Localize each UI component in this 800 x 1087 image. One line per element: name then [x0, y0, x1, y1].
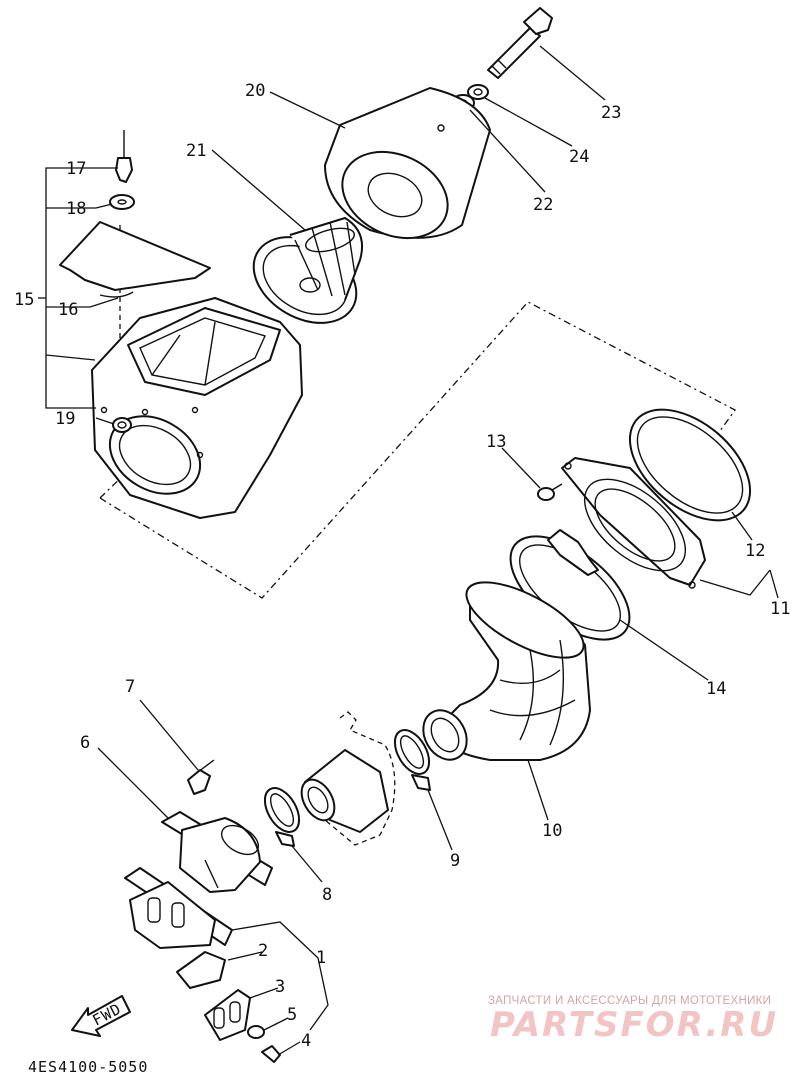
leader-lines — [38, 45, 779, 1056]
reed-2-drawing — [176, 951, 226, 989]
stopper-3-drawing — [204, 989, 251, 1041]
part-number-11: 11 — [770, 599, 790, 619]
part-number-15: 15 — [14, 290, 34, 310]
reed-valve-assembly-drawing — [124, 867, 233, 949]
carburetor-outline-drawing — [300, 711, 396, 846]
part-number-1: 1 — [316, 948, 326, 968]
part-number-18: 18 — [66, 199, 86, 219]
part-number-17: 17 — [66, 159, 86, 179]
part-number-23: 23 — [601, 103, 621, 123]
filter-guide-21-drawing — [252, 217, 364, 324]
grommet-19-drawing — [112, 417, 132, 433]
watermark-tagline: ЗАПЧАСТИ И АКСЕССУАРЫ ДЛЯ МОТОТЕХНИКИ — [488, 995, 771, 1007]
washer-18-drawing — [109, 194, 135, 210]
joint-11-drawing — [561, 457, 706, 589]
part-number-20: 20 — [245, 81, 265, 101]
part-number-3: 3 — [275, 977, 285, 997]
rivet-17-drawing — [115, 130, 133, 183]
watermark-brand: PARTSFOR.RU — [490, 1005, 778, 1045]
washer-5-drawing — [247, 1025, 265, 1039]
part-number-14: 14 — [706, 679, 726, 699]
diagram-code: 4ES4100-5050 — [28, 1058, 148, 1076]
part-number-10: 10 — [542, 821, 562, 841]
part-number-21: 21 — [186, 141, 206, 161]
part-number-12: 12 — [745, 541, 765, 561]
joint-6-drawing — [161, 811, 273, 893]
seal-16-drawing — [59, 221, 211, 298]
part-number-24: 24 — [569, 147, 589, 167]
part-number-19: 19 — [55, 409, 75, 429]
clamp-9-drawing — [393, 729, 431, 791]
screw-13-drawing — [537, 483, 563, 501]
part-number-labels: 1 2 3 4 5 6 7 8 9 10 11 12 13 14 15 16 1… — [14, 81, 790, 1051]
part-number-16: 16 — [58, 300, 78, 320]
bolt-7-drawing — [187, 759, 215, 795]
clamp-8-drawing — [263, 787, 301, 847]
fwd-arrow-icon: FWD — [71, 995, 131, 1037]
duct-10-drawing — [422, 581, 591, 761]
air-box-case-drawing — [91, 297, 303, 519]
part-number-5: 5 — [287, 1005, 297, 1025]
part-number-8: 8 — [322, 885, 332, 905]
filter-element-20-drawing — [324, 87, 491, 240]
part-number-2: 2 — [258, 941, 268, 961]
part-number-9: 9 — [450, 851, 460, 871]
part-number-6: 6 — [80, 733, 90, 753]
part-number-13: 13 — [486, 432, 506, 452]
gasket-12-drawing — [628, 408, 752, 522]
screw-4-drawing — [261, 1045, 281, 1063]
part-number-4: 4 — [301, 1031, 311, 1051]
watermark: ЗАПЧАСТИ И АКСЕССУАРЫ ДЛЯ МОТОТЕХНИКИ PA… — [488, 995, 778, 1045]
bolt-23-drawing — [487, 7, 553, 79]
part-number-22: 22 — [533, 195, 553, 215]
washer-24-drawing — [467, 84, 489, 100]
part-number-7: 7 — [125, 677, 135, 697]
